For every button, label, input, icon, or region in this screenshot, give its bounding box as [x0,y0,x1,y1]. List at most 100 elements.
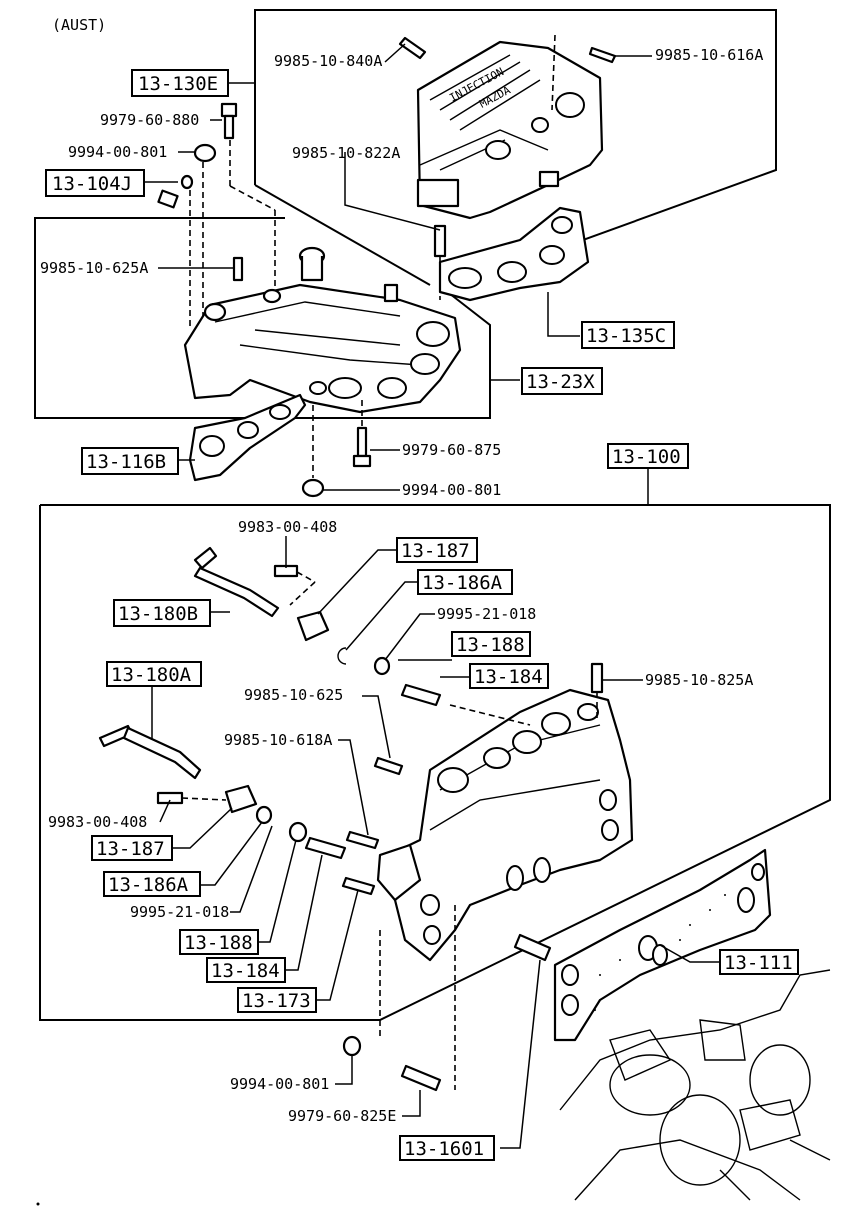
lead-187-b [172,807,233,849]
lead-9985-625 [362,695,391,759]
lead-825E [402,1090,421,1117]
label-9985-10-840A: 9985-10-840A [274,52,382,70]
callout-13-187-b: 13-187 [96,838,165,860]
label-9995-21-018-a: 9995-21-018 [437,605,536,623]
callout-box-13-186A-a [417,569,513,595]
nut-9994-00-801-mid [301,478,325,498]
callout-13-180A: 13-180A [111,664,192,686]
lead-1601 [500,959,541,1149]
bracket-13-187-a [296,610,330,642]
lead-186A-b [200,821,263,886]
callout-box-13-180A [106,661,202,687]
callout-box-13-23X [521,367,603,395]
lead-018-b [230,825,273,913]
callout-box-13-135C [581,321,675,349]
lead-801-bot [335,1056,353,1085]
injection-cover: INJECTION MAZDA [416,40,604,220]
lead-408-b [159,799,171,823]
engine-block [559,969,831,1201]
label-9979-60-880: 9979-60-880 [100,111,199,129]
stud-9985-10-822A [433,224,447,258]
label-9994-00-801-bot: 9994-00-801 [230,1075,329,1093]
label-9985-10-616A: 9985-10-616A [655,46,763,64]
callout-13-180B: 13-180B [118,603,198,625]
label-9985-10-825A: 9985-10-825A [645,671,753,689]
callout-13-184-b: 13-184 [211,960,280,982]
nut-9994-00-801-top [193,143,217,163]
washer-13-188-a [373,656,391,676]
callout-13-188-a: 13-188 [456,634,525,656]
dash-408-b [181,797,227,801]
stud-9985-10-840A [398,36,427,60]
nut-9994-00-801-bot [342,1035,362,1057]
gasket-13-116B [188,393,307,482]
lead-840A [384,43,406,63]
lead-822A [344,152,441,231]
upper-frame-diag [254,184,431,286]
clip-13-186A-b [255,805,273,825]
lead-018-a [384,613,435,661]
callout-box-13-186A-b [103,871,201,897]
region-label: (AUST) [52,16,106,34]
label-9985-10-625A: 9985-10-625A [40,259,148,277]
stud-9985-10-616A [588,46,617,64]
stud-9985-10-618A [345,830,380,850]
dowel-13-1601 [513,933,552,962]
stud-9985-10-625 [373,756,404,776]
upper-assembly-frame [254,9,777,291]
callout-box-13-180B [113,599,211,627]
label-9979-60-875: 9979-60-875 [402,441,501,459]
stud-9985-10-825A [590,662,604,694]
rod-13-180A [98,724,202,780]
stud-9985-10-625A [232,256,244,282]
bolt-9979-60-880 [220,102,238,140]
callout-box-13-100 [607,443,689,469]
lead-173 [316,889,359,1001]
label-9995-21-018-b: 9995-21-018 [130,903,229,921]
callout-box-13-1601 [399,1135,495,1161]
lead-111 [659,944,720,963]
label-9985-10-625: 9985-10-625 [244,686,343,704]
label-9983-00-408-a: 9983-00-408 [238,518,337,536]
callout-box-13-188-b [179,929,259,955]
label-9979-60-825E: 9979-60-825E [288,1107,396,1125]
callout-13-116B: 13-116B [86,451,166,473]
callout-13-23X: 13-23X [526,371,595,393]
label-9985-10-618A: 9985-10-618A [224,731,332,749]
lead-187-a [317,549,397,615]
gasket-13-135C [438,206,590,302]
label-9994-00-801-mid: 9994-00-801 [402,481,501,499]
callout-13-187-a: 13-187 [401,540,470,562]
bolt-9979-60-875 [352,426,372,468]
intake-manifold-13-23X [183,246,462,414]
lead-184-b [285,854,323,971]
callout-box-13-188-a [451,631,531,657]
callout-13-186A-b: 13-186A [108,874,189,896]
callout-13-111: 13-111 [724,952,793,974]
callout-box-13-173 [237,987,317,1013]
callout-box-13-184-b [206,957,286,983]
callout-13-130E: 13-130E [138,73,218,95]
stud-13-173 [341,876,376,896]
lower-assembly-frame [39,504,831,1021]
bolt-9979-60-825E [400,1064,442,1092]
washer-13-188-b [288,821,308,843]
label-9983-00-408-b: 9983-00-408 [48,813,147,831]
label-9985-10-822A: 9985-10-822A [292,144,400,162]
callout-13-104J: 13-104J [52,173,132,195]
callout-13-186A-a: 13-186A [422,572,503,594]
bolt-13-184-a [400,683,442,707]
callout-13-184-a: 13-184 [474,666,543,688]
callout-box-13-187-a [396,537,478,563]
callout-box-13-184-a [469,663,549,689]
dash-616A [551,34,556,111]
lead-186A-a [345,581,418,651]
bracket-13-187-b [224,784,258,814]
callout-box-13-111 [719,949,799,975]
rod-13-180B [193,546,280,618]
bolt-13-184-b [304,836,347,860]
label-9994-00-801-top: 9994-00-801 [68,143,167,161]
callout-box-13-187-b [91,835,173,861]
